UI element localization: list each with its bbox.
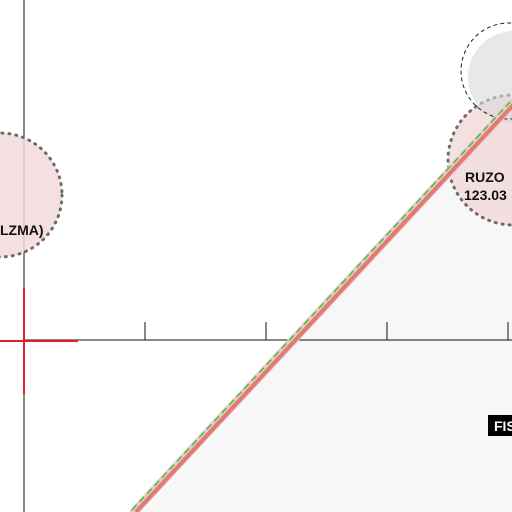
waypoint-frequency-right: 123.03 <box>464 187 507 203</box>
waypoint-label-left: LZMA) <box>0 222 44 238</box>
waypoint-name-right: RUZO <box>465 169 505 185</box>
scale-bar <box>24 322 512 341</box>
fis-badge[interactable]: FIS <box>488 415 512 436</box>
route-line[interactable] <box>129 99 512 512</box>
crosshair-icon <box>0 288 78 394</box>
waypoint-marker-left[interactable] <box>0 131 64 259</box>
dashed-circle-icon[interactable] <box>460 22 512 120</box>
waypoint-shadow-circle <box>468 31 512 123</box>
